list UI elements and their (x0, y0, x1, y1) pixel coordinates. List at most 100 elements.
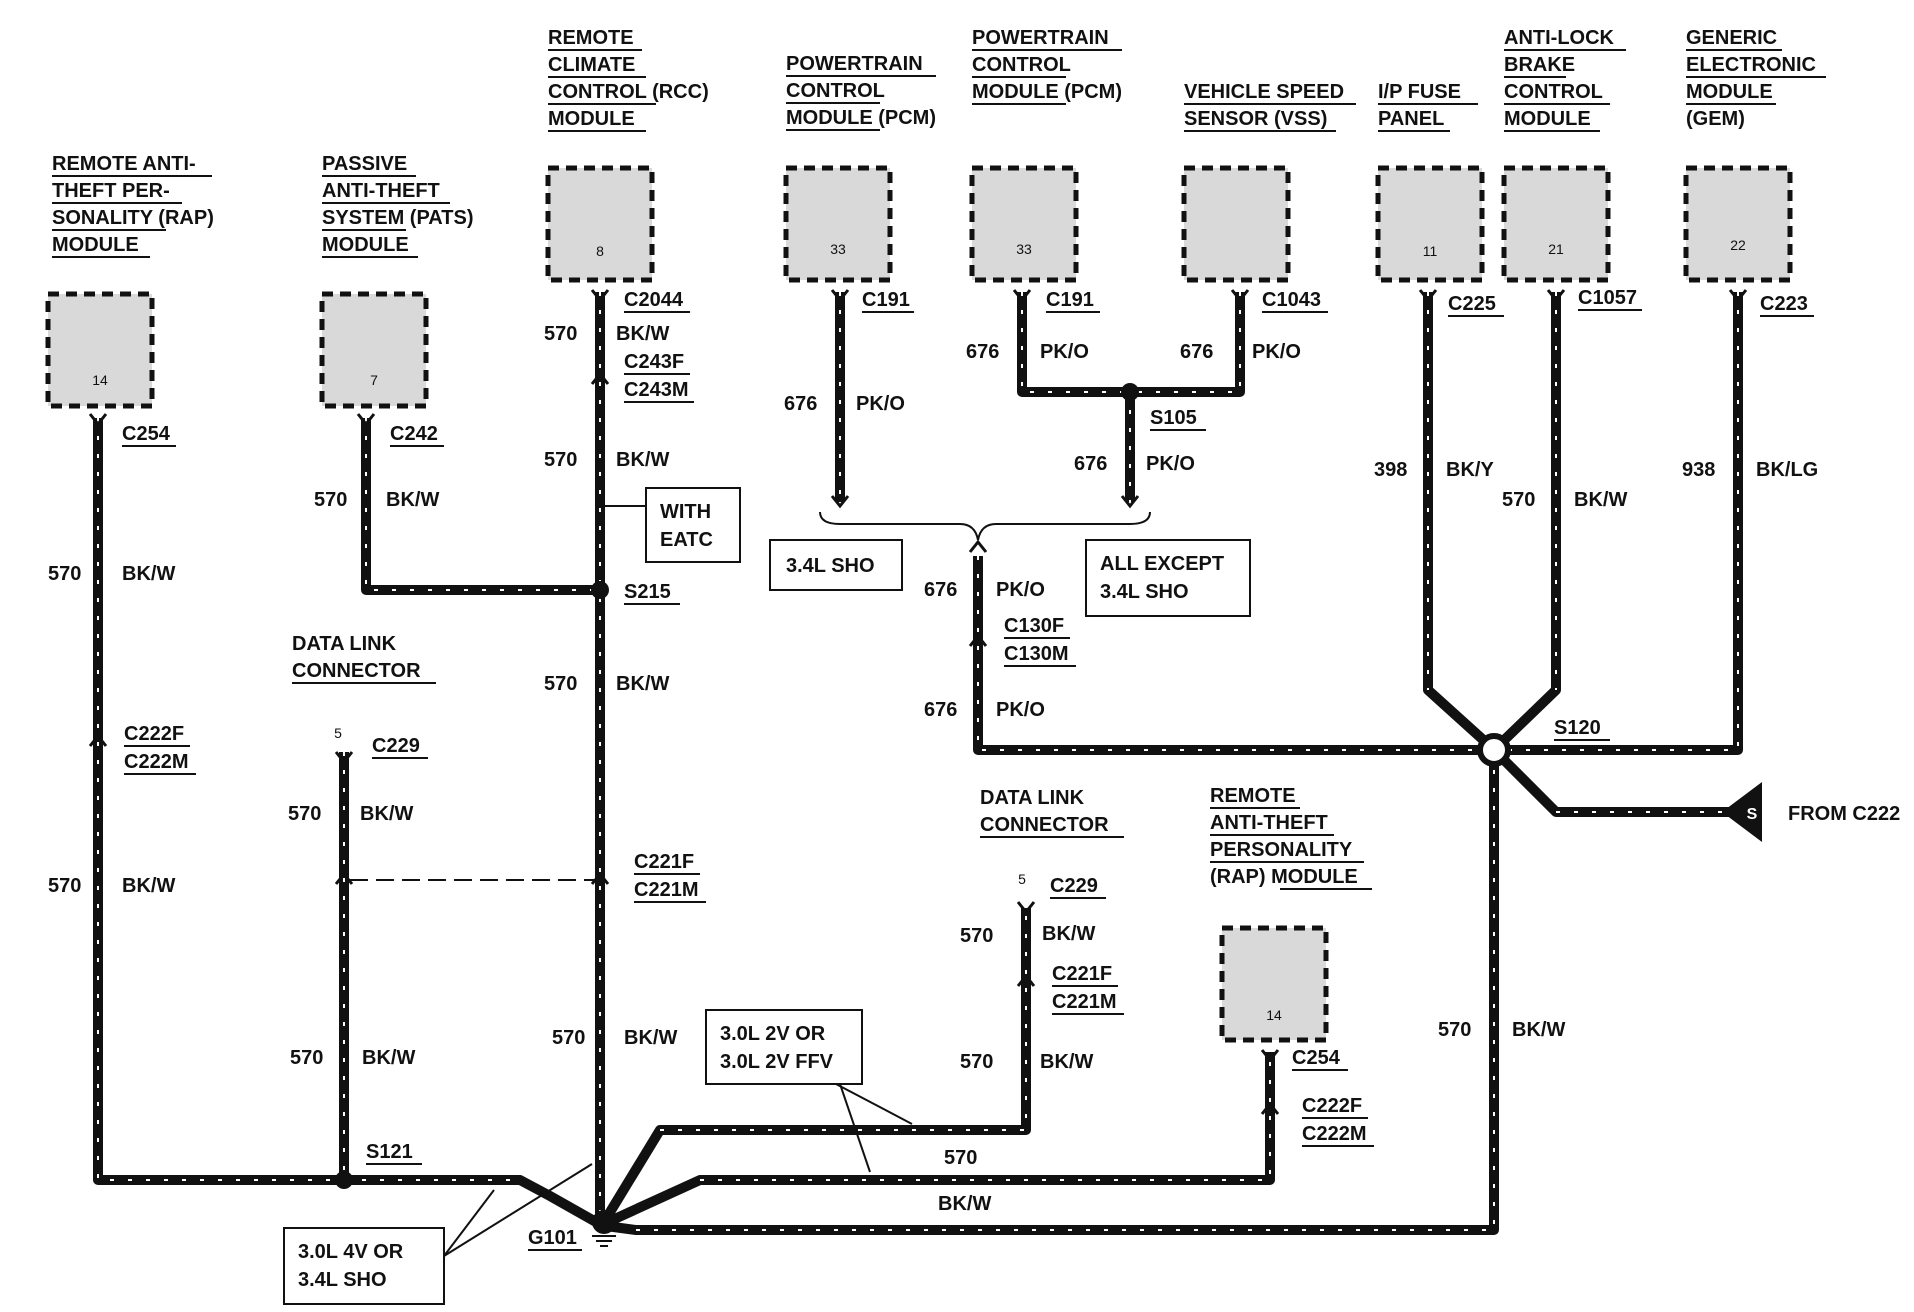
module-pcm-b[interactable]: 33 (969, 165, 1079, 283)
svg-text:570: 570 (1438, 1019, 1471, 1041)
title-vss: VEHICLE SPEED SENSOR (VSS) (1184, 81, 1356, 132)
svg-text:BK/W: BK/W (122, 563, 175, 585)
wire-ip-fuse (1423, 292, 1494, 750)
svg-text:3.0L 2V FFV: 3.0L 2V FFV (720, 1051, 834, 1073)
svg-text:676: 676 (784, 393, 817, 415)
svg-text:570: 570 (48, 875, 81, 897)
svg-text:PK/O: PK/O (1146, 453, 1195, 475)
svg-text:C221F: C221F (634, 851, 694, 873)
svg-text:ANTI-THEFT: ANTI-THEFT (1210, 812, 1328, 834)
svg-text:C2044: C2044 (624, 289, 684, 311)
svg-text:CONTROL: CONTROL (972, 54, 1071, 76)
svg-text:C225: C225 (1448, 293, 1496, 315)
svg-text:(GEM): (GEM) (1686, 108, 1745, 130)
svg-text:676: 676 (966, 341, 999, 363)
svg-text:676: 676 (1074, 453, 1107, 475)
svg-text:REMOTE: REMOTE (548, 27, 634, 49)
module-ip-fuse[interactable]: 11 (1375, 165, 1485, 283)
svg-text:BK/W: BK/W (386, 489, 439, 511)
svg-text:C222M: C222M (124, 751, 188, 773)
svg-text:CONNECTOR: CONNECTOR (292, 660, 421, 682)
svg-text:PERSONALITY: PERSONALITY (1210, 839, 1353, 861)
svg-text:570: 570 (552, 1027, 585, 1049)
svg-text:MODULE: MODULE (1686, 81, 1773, 103)
splice-s120[interactable] (1477, 733, 1511, 767)
svg-text:C242: C242 (390, 423, 438, 445)
from-c222-arrow-icon[interactable]: S (1722, 782, 1762, 842)
svg-text:(RAP) MODULE: (RAP) MODULE (1210, 866, 1358, 888)
svg-text:CONTROL: CONTROL (786, 80, 885, 102)
svg-text:5: 5 (1018, 871, 1026, 887)
svg-text:C1057: C1057 (1578, 287, 1637, 309)
svg-text:BK/W: BK/W (616, 673, 669, 695)
title-dlc-right: DATA LINK CONNECTOR (980, 787, 1124, 838)
module-gem[interactable]: 22 (1683, 165, 1793, 283)
splice-s105[interactable] (1121, 383, 1139, 401)
svg-text:ALL EXCEPT: ALL EXCEPT (1100, 553, 1224, 575)
svg-text:676: 676 (924, 699, 957, 721)
title-ip-fuse: I/P FUSE PANEL (1378, 81, 1478, 132)
svg-text:3.4L SHO: 3.4L SHO (1100, 581, 1189, 603)
svg-text:ANTI-LOCK: ANTI-LOCK (1504, 27, 1615, 49)
svg-text:SYSTEM (PATS): SYSTEM (PATS) (322, 207, 473, 229)
rcc-pin-label: 8 (596, 243, 604, 259)
ip-fuse-pin-label: 11 (1423, 243, 1438, 259)
splice-s121[interactable] (335, 1171, 353, 1189)
rap-left-pin-label: 14 (92, 372, 108, 388)
svg-text:REMOTE: REMOTE (1210, 785, 1296, 807)
svg-text:PASSIVE: PASSIVE (322, 153, 407, 175)
svg-text:570: 570 (288, 803, 321, 825)
svg-text:G101: G101 (528, 1227, 577, 1249)
svg-text:C243F: C243F (624, 351, 684, 373)
svg-text:C221F: C221F (1052, 963, 1112, 985)
module-abs[interactable]: 21 (1501, 165, 1611, 283)
module-rap-right[interactable]: 14 (1219, 925, 1329, 1043)
svg-text:MODULE: MODULE (548, 108, 635, 130)
svg-text:C243M: C243M (624, 379, 688, 401)
svg-text:CONTROL (RCC): CONTROL (RCC) (548, 81, 709, 103)
svg-text:S105: S105 (1150, 407, 1197, 429)
module-rap-left[interactable]: 14 (45, 291, 155, 409)
svg-text:BK/W: BK/W (616, 323, 669, 345)
svg-text:DATA LINK: DATA LINK (292, 633, 397, 655)
svg-text:570: 570 (48, 563, 81, 585)
svg-text:MODULE (PCM): MODULE (PCM) (972, 81, 1122, 103)
svg-text:ELECTRONIC: ELECTRONIC (1686, 54, 1816, 76)
note-2v: 3.0L 2V OR 3.0L 2V FFV (705, 1009, 913, 1173)
svg-text:MODULE: MODULE (1504, 108, 1591, 130)
svg-text:ANTI-THEFT: ANTI-THEFT (322, 180, 440, 202)
title-dlc-left: DATA LINK CONNECTOR (292, 633, 436, 684)
svg-text:THEFT PER-: THEFT PER- (52, 180, 170, 202)
module-vss[interactable] (1181, 165, 1291, 283)
svg-text:570: 570 (544, 449, 577, 471)
title-pcm-b: POWERTRAIN CONTROL MODULE (PCM) (972, 27, 1122, 105)
module-rcc[interactable]: 8 (545, 165, 655, 283)
svg-text:CONTROL: CONTROL (1504, 81, 1603, 103)
connector-labels: C254 C242 C2044 C243F C243M S215 C191 C1… (122, 287, 1814, 1251)
svg-text:BK/W: BK/W (360, 803, 413, 825)
title-rcc: REMOTE CLIMATE CONTROL (RCC) MODULE (548, 27, 709, 132)
svg-text:C191: C191 (862, 289, 910, 311)
svg-text:CLIMATE: CLIMATE (548, 54, 635, 76)
svg-text:SENSOR (VSS): SENSOR (VSS) (1184, 108, 1327, 130)
svg-text:PK/O: PK/O (856, 393, 905, 415)
abs-pin-label: 21 (1548, 241, 1564, 257)
svg-text:C222F: C222F (124, 723, 184, 745)
title-rap-right: REMOTE ANTI-THEFT PERSONALITY (RAP) MODU… (1210, 785, 1372, 890)
svg-text:3.4L SHO: 3.4L SHO (786, 555, 875, 577)
note-all-except: ALL EXCEPT 3.4L SHO (1085, 539, 1251, 617)
svg-text:PK/O: PK/O (996, 699, 1045, 721)
module-pats[interactable]: 7 (319, 291, 429, 409)
svg-text:MODULE: MODULE (322, 234, 409, 256)
svg-text:REMOTE ANTI-: REMOTE ANTI- (52, 153, 196, 175)
module-pcm-a[interactable]: 33 (783, 165, 893, 283)
svg-text:C229: C229 (1050, 875, 1098, 897)
svg-text:PK/O: PK/O (996, 579, 1045, 601)
svg-text:570: 570 (544, 323, 577, 345)
ground-g101-icon[interactable] (592, 1210, 616, 1247)
splice-s215[interactable] (591, 581, 609, 599)
from-c222-letter: S (1747, 806, 1758, 823)
wire-from-c222 (1490, 746, 1740, 817)
svg-text:C191: C191 (1046, 289, 1094, 311)
svg-text:C254: C254 (122, 423, 171, 445)
